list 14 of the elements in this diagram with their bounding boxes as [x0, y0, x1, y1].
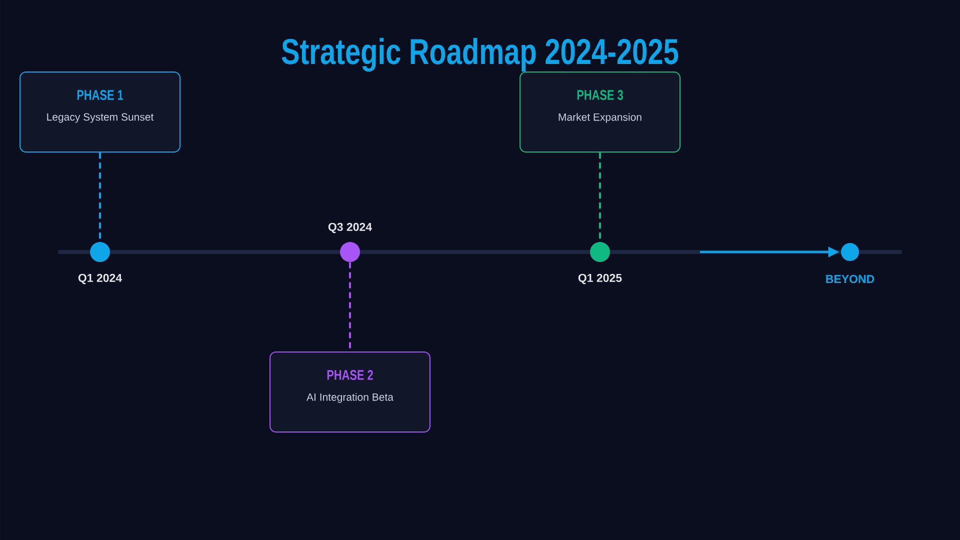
phase-heading: PHASE 2 [327, 370, 373, 380]
phase-description: Legacy System Sunset [47, 113, 154, 123]
phase-card [20, 72, 180, 152]
phase-heading: PHASE 1 [77, 90, 124, 100]
date-label: BEYOND [826, 274, 874, 284]
phase-description: Market Expansion [558, 113, 642, 123]
title: Strategic Roadmap 2024-2025 [282, 38, 678, 72]
date-label: Q3 2024 [328, 222, 372, 234]
date-label: Q1 2024 [78, 274, 122, 284]
date-label: Q1 2025 [578, 274, 622, 284]
phase-card [520, 72, 680, 152]
phase-description: AI Integration Beta [306, 393, 394, 403]
phase-heading: PHASE 3 [577, 90, 623, 100]
phase-card [270, 352, 430, 432]
